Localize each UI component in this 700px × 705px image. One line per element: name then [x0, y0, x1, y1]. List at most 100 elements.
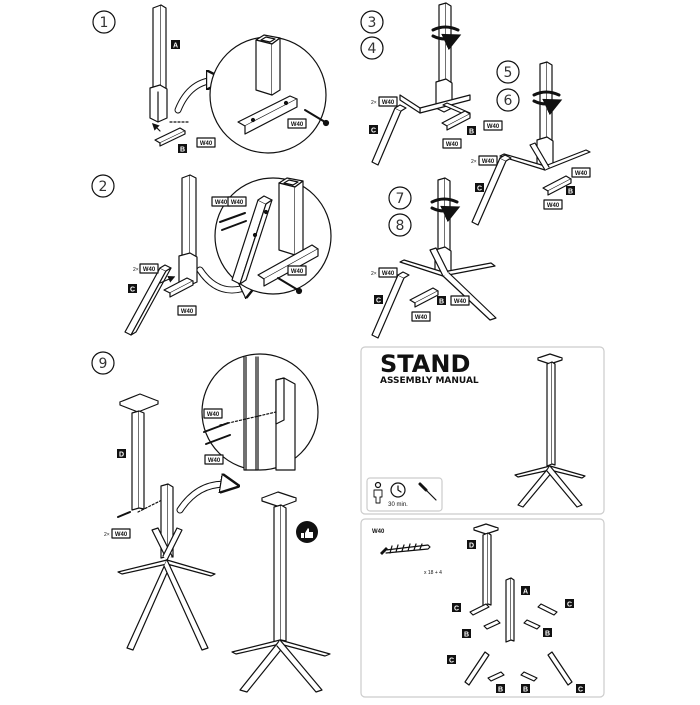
- screw-code: W40: [215, 200, 228, 206]
- screw-code: W40: [575, 171, 588, 177]
- screw-tag: [227, 196, 247, 207]
- part-label-text: B: [180, 147, 185, 154]
- part-label-text: B: [469, 129, 474, 136]
- part-label-b: [566, 186, 575, 195]
- part-label-text: C: [567, 602, 572, 609]
- part-label-text: B: [498, 687, 503, 694]
- part-label-b: [521, 684, 530, 693]
- quantity: 2×: [371, 271, 377, 277]
- screw-tag: [378, 96, 398, 107]
- step-9-marker: [91, 351, 115, 375]
- brace-b: [483, 619, 501, 630]
- step-3-marker: [360, 10, 384, 34]
- post-a: [435, 2, 453, 113]
- screw-tag: [196, 137, 216, 148]
- screw-code: W40: [181, 309, 194, 315]
- screw-code: W40: [547, 203, 560, 209]
- screw-icon: [277, 277, 303, 295]
- step-4-marker: [360, 36, 384, 60]
- part-label-text: A: [173, 43, 178, 50]
- part-label-text: C: [449, 658, 454, 665]
- leg-c: [464, 651, 490, 686]
- part-label-c: [565, 599, 574, 608]
- person-icon: [373, 481, 383, 504]
- part-label-c: [452, 603, 461, 612]
- quantity: 2×: [133, 267, 139, 273]
- clock-icon: [390, 482, 406, 498]
- brace-b: [523, 619, 541, 630]
- screw-tag: [177, 305, 197, 316]
- rotate-arrow-icon: [430, 197, 459, 204]
- screw-code: W40: [291, 122, 304, 128]
- screw-tag: [478, 155, 498, 166]
- screw-code: W40: [415, 315, 428, 321]
- step-2-marker: [91, 174, 115, 198]
- part-label-c: [447, 655, 456, 664]
- stand-illustration: [514, 353, 586, 508]
- part-label-b: [462, 629, 471, 638]
- part-label-text: B: [545, 631, 550, 638]
- steps-3-4: 3 4 C 2× W40 B W40 W40: [360, 2, 503, 166]
- part-label-text: C: [477, 186, 482, 193]
- part-label-text: D: [119, 452, 124, 459]
- leg-c: [371, 274, 405, 339]
- screw-code: W40: [382, 271, 395, 277]
- leg-c: [537, 603, 558, 616]
- part-label-c: [475, 183, 484, 192]
- part-label-b: [178, 144, 187, 153]
- manual-subtitle: ASSEMBLY MANUAL: [380, 376, 479, 386]
- screw-code: W40: [382, 100, 395, 106]
- steps-7-8: 7 8 C 2× W40 B W40 W40: [371, 177, 497, 339]
- manual-title: STAND: [380, 350, 470, 378]
- screw-code: W40: [115, 532, 128, 538]
- cover-panel: STAND ASSEMBLY MANUAL 30 min.: [360, 346, 605, 515]
- screw-tag: [203, 408, 223, 419]
- part-label-text: C: [454, 606, 459, 613]
- part-label-text: B: [439, 299, 444, 306]
- screw-tag: [287, 265, 307, 276]
- assembled-stand: [231, 491, 331, 693]
- quantity: 2×: [371, 100, 377, 106]
- screw-tag: [483, 120, 503, 131]
- screw-code: W40: [487, 124, 500, 130]
- step-9: 9 D 2× W40 W40: [91, 351, 331, 693]
- part-label-b: [437, 296, 446, 305]
- screw-tag: [139, 263, 159, 274]
- post-d: [482, 532, 489, 607]
- screw-code: W40: [291, 269, 304, 275]
- part-label-text: B: [523, 687, 528, 694]
- post-a: [505, 577, 512, 643]
- screw-code: W40: [207, 412, 220, 418]
- part-label-text: A: [523, 589, 528, 596]
- screw-icon: [117, 511, 131, 518]
- part-label-c: [128, 284, 137, 293]
- post-a: [178, 174, 198, 287]
- step-8-marker: [388, 213, 412, 237]
- part-label-d: [117, 449, 126, 458]
- screw-tag: [543, 199, 563, 210]
- screw-code: W40: [231, 200, 244, 206]
- part-label-b: [496, 684, 505, 693]
- screw-code: W40: [143, 267, 156, 273]
- screw-icon: [219, 212, 247, 231]
- screw-tag: [571, 167, 591, 178]
- step-1: 1 A B W40 W40: [92, 4, 330, 154]
- brace-b: [487, 671, 505, 682]
- post-d: [131, 410, 140, 511]
- part-label-b: [467, 126, 476, 135]
- part-label-text: C: [376, 298, 381, 305]
- step-number: 8: [396, 218, 405, 234]
- screw-icon: [203, 422, 231, 445]
- leg-c: [371, 107, 402, 166]
- screw-code: W40: [208, 458, 221, 464]
- screw-code: W40: [446, 142, 459, 148]
- parts-panel: W40 x 18 + 4 D A C C C C: [360, 518, 605, 698]
- step-number: 2: [99, 179, 108, 195]
- step-number: 9: [99, 356, 108, 372]
- steps-5-6: 5 6 C 2× W40 B W40 W40: [471, 60, 591, 226]
- part-label-c: [576, 684, 585, 693]
- step-5-marker: [496, 60, 520, 84]
- part-label-text: D: [469, 543, 474, 550]
- part-label-b: [543, 628, 552, 637]
